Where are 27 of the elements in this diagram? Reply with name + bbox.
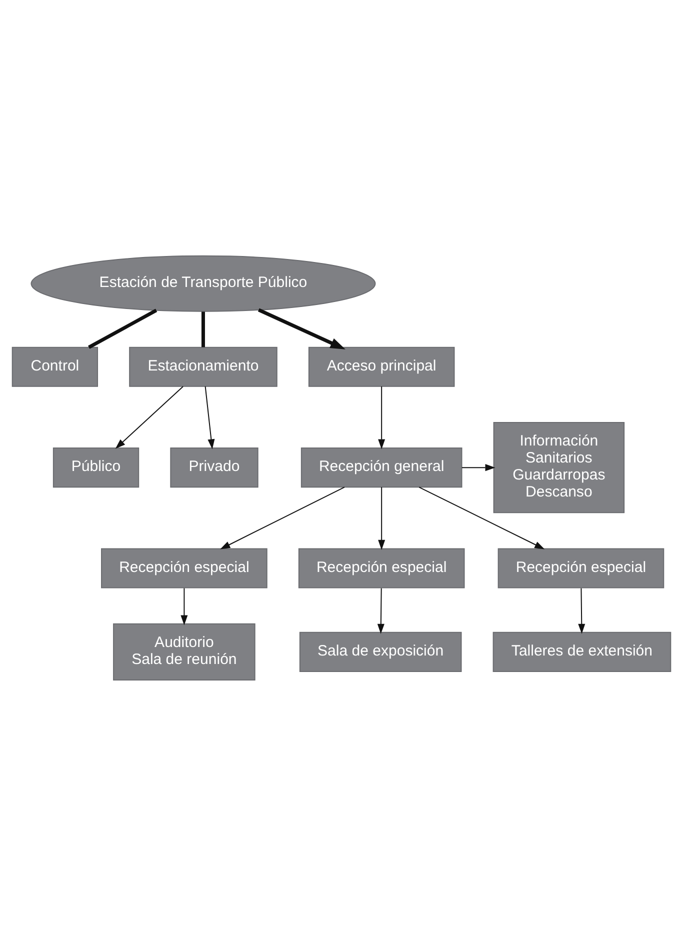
node-box: Auditorio Sala de reunión [113,622,256,680]
arrow [378,486,386,550]
node-box: Recepción especial [101,548,268,588]
node-box: Recepción especial [498,548,664,588]
arrow [418,486,545,549]
arrow [204,385,215,449]
arrow [378,385,386,449]
arrow [578,587,586,634]
arrow [461,464,496,471]
node-box: Control [12,346,98,386]
arrow [258,308,346,349]
node-box: Sala de exposición [299,631,462,672]
arrow [377,587,384,634]
connector [201,311,205,347]
node-box: Recepción general [300,447,462,488]
node-box: Acceso principal [308,346,455,386]
arrow [115,385,184,448]
node-box: Recepción especial [298,548,465,588]
arrow [180,587,188,625]
connector [88,308,158,348]
node-box: Información Sanitarios Guardarropas Descanso [493,421,625,513]
node-box: Privado [170,447,258,488]
node-box: Público [52,447,140,488]
node-ellipse: Estación de Transporte Público [30,254,376,312]
node-box: Estacionamiento [129,346,278,386]
node-box: Talleres de extensión [492,631,672,672]
arrow [220,486,345,549]
